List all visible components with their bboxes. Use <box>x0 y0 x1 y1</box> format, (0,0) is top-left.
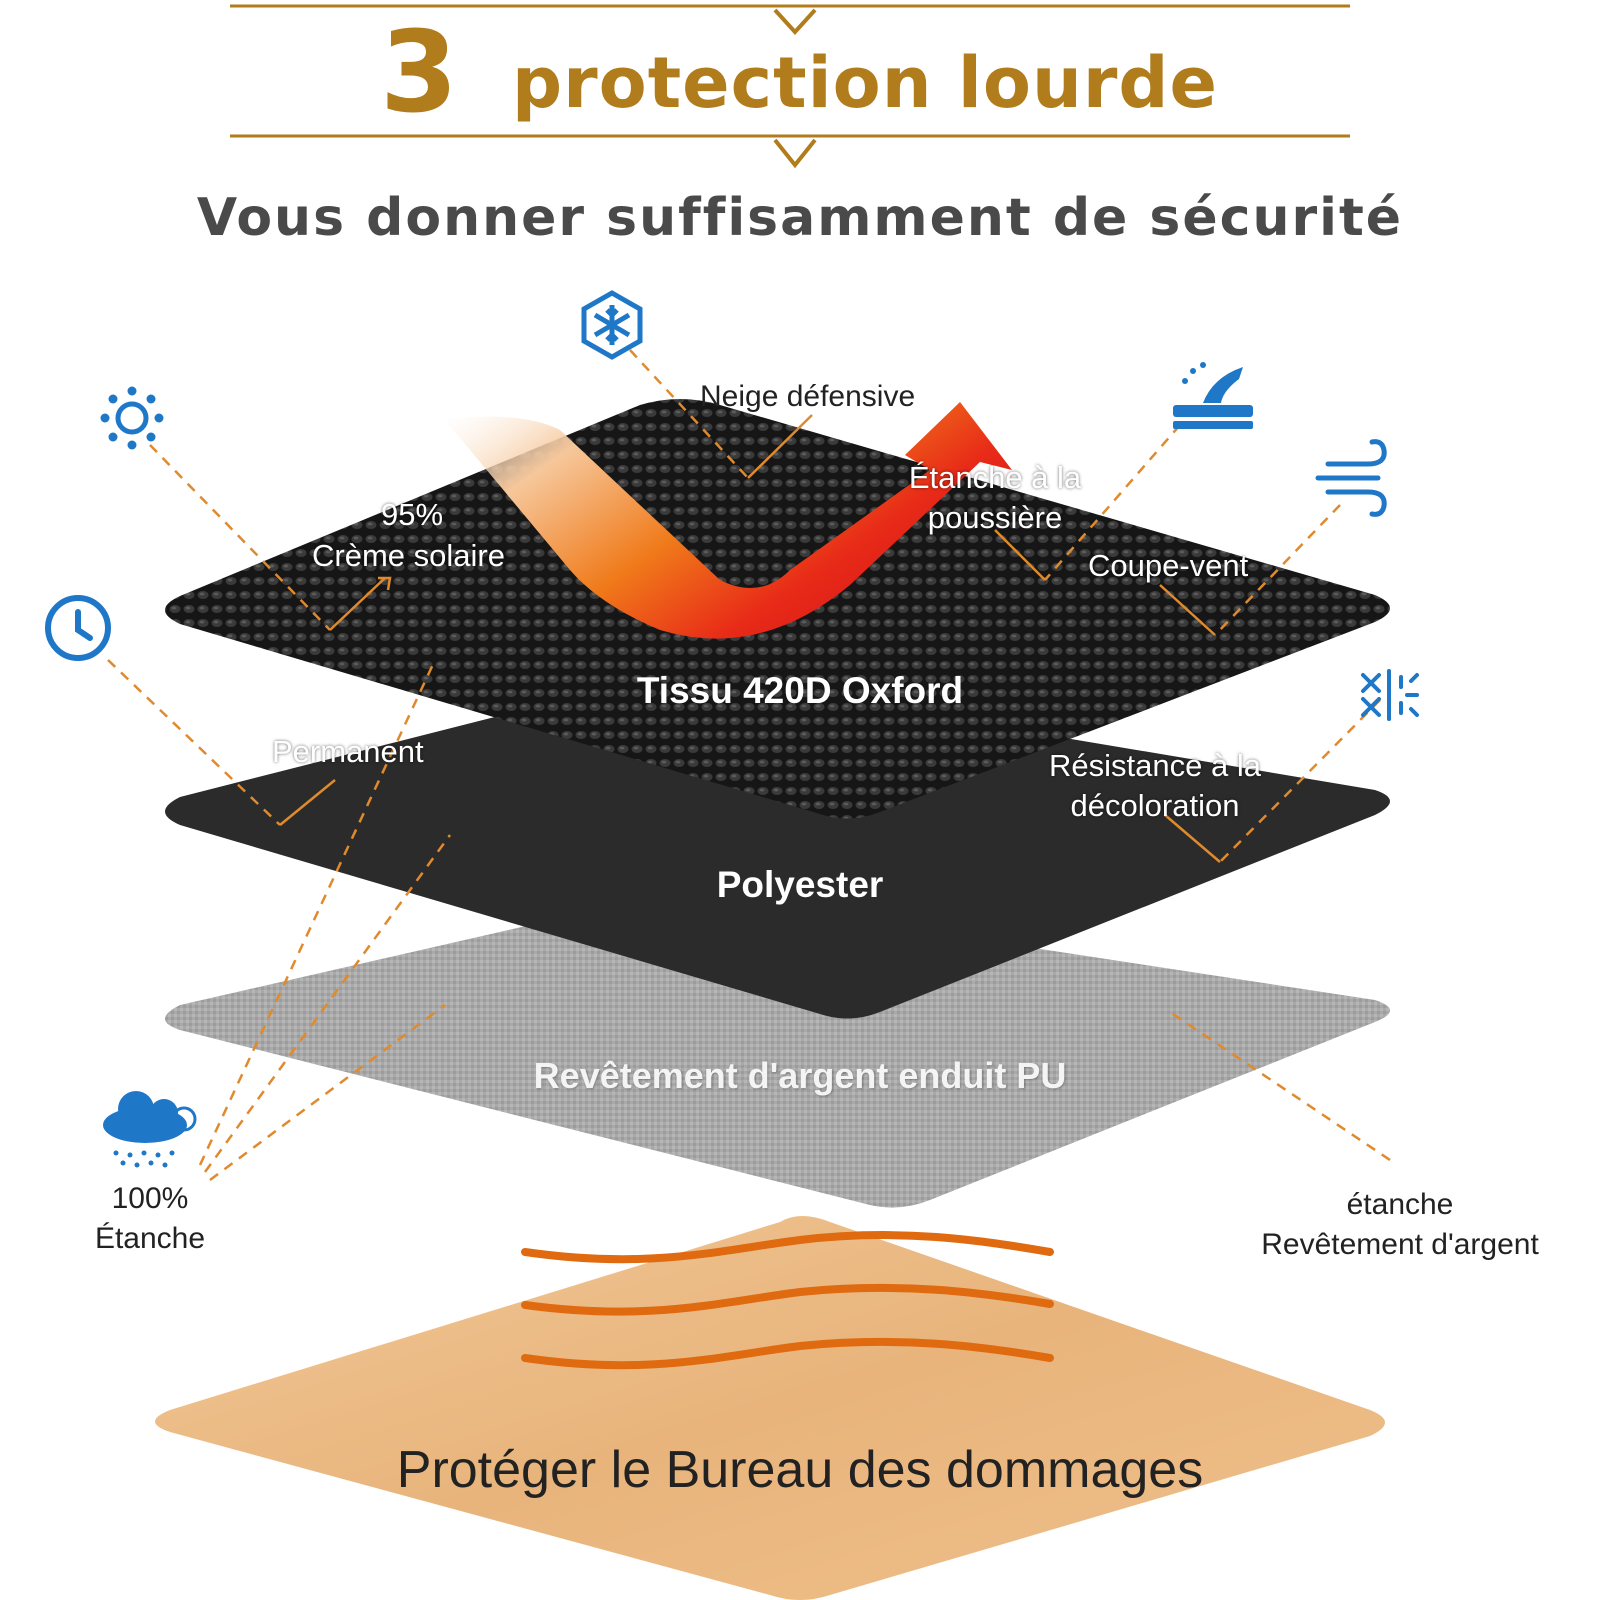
header-decoration <box>230 4 1350 169</box>
sun-icon <box>100 386 164 450</box>
silver-layer <box>165 894 1390 1208</box>
subtitle: Vous donner suffisamment de sécurité <box>196 188 1404 248</box>
leader-lines <box>107 349 1391 1182</box>
layer-label-silver: Revêtement d'argent enduit PU <box>533 1055 1067 1096</box>
header-number: 3 <box>380 8 458 138</box>
reflection-arrow <box>445 402 1012 639</box>
wood-layer <box>155 1216 1385 1600</box>
layer-label-oxford: Tissu 420D Oxford <box>636 670 964 711</box>
wind-icon <box>1315 439 1387 517</box>
wind-label: Coupe-vent <box>1088 548 1249 583</box>
sun-label: Crème solaire <box>312 538 505 573</box>
heat-waves <box>521 1231 1054 1370</box>
clock-icon <box>45 595 111 661</box>
dust-label-line2: poussière <box>927 500 1063 535</box>
polyester-layer <box>165 674 1390 1019</box>
header-title: protection lourde <box>512 42 1218 124</box>
permanent-label: Permanent <box>272 734 424 769</box>
fade-label-line1: Résistance à la <box>1049 748 1261 783</box>
snowflake-icon <box>581 290 643 360</box>
fade-resistant-icon <box>1361 669 1419 721</box>
rain-pct-label: 100% <box>111 1182 189 1215</box>
waterproof-surface-icon <box>1173 362 1253 429</box>
rain-cloud-icon <box>103 1091 197 1168</box>
sun-pct-label: 95% <box>380 497 444 532</box>
dust-label-line1: Étanche à la <box>908 460 1082 495</box>
rain-label: Étanche <box>94 1222 206 1255</box>
layer-label-wood: Protéger le Bureau des dommages <box>396 1441 1204 1499</box>
snow-label: Neige défensive <box>700 380 916 413</box>
silver-label-line1: étanche <box>1346 1188 1454 1221</box>
layer-label-polyester: Polyester <box>716 864 884 905</box>
silver-label-line2: Revêtement d'argent <box>1261 1228 1539 1261</box>
fade-label-line2: décoloration <box>1070 788 1240 823</box>
